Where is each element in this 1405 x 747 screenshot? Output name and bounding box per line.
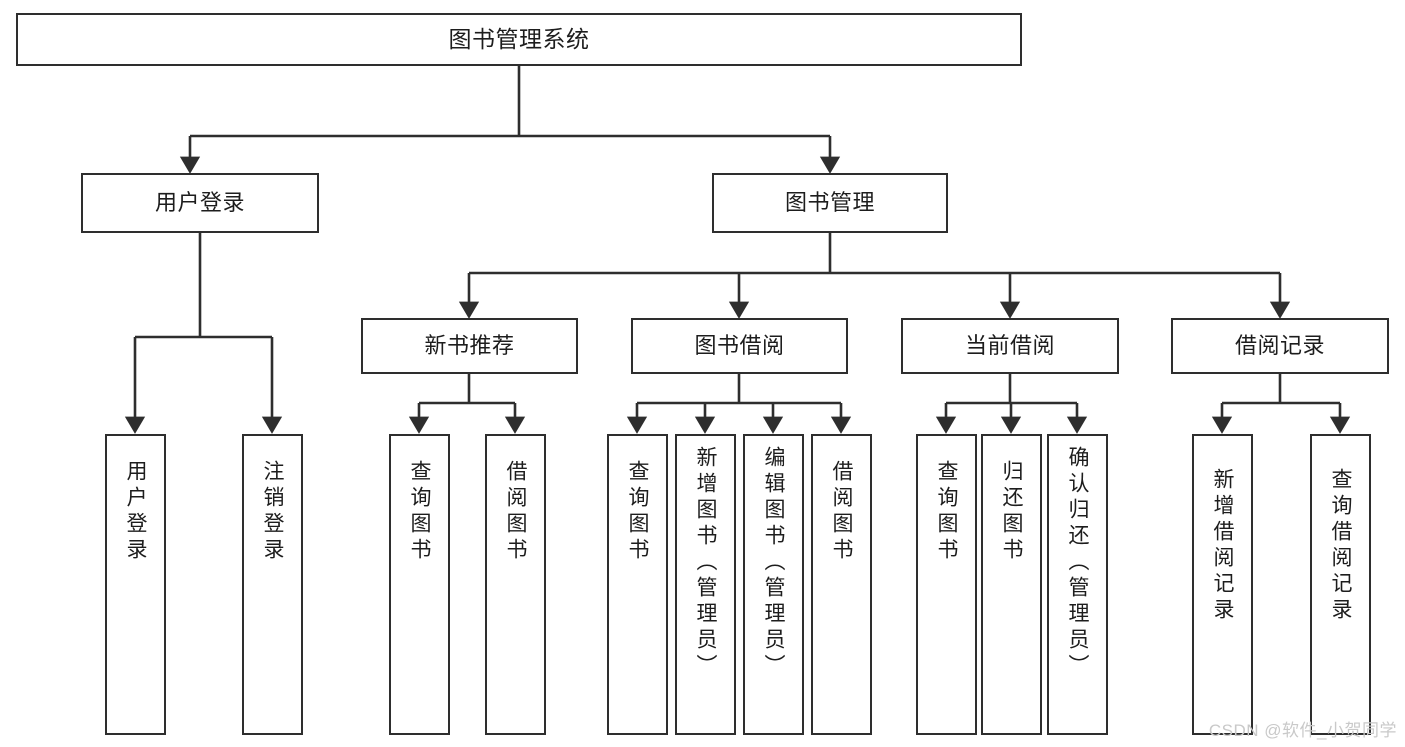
node-label: 图书管理系统 (448, 26, 590, 53)
node-label: 新书推荐 (424, 333, 515, 359)
node-label: 图书管理 (784, 190, 875, 216)
node-borrow-record[interactable]: 借阅记录 (1171, 318, 1389, 374)
node-current-borrow[interactable]: 当前借阅 (901, 318, 1119, 374)
connector-root-to-level2 (179, 66, 841, 174)
node-leaf-confirm-return[interactable]: 确认归还（管理员） (1047, 434, 1108, 735)
node-leaf-query-book-3[interactable]: 查询图书 (916, 434, 977, 735)
connector-bookborrow-to-leaves (626, 374, 852, 434)
node-label: 确认归还（管理员） (1066, 446, 1089, 680)
node-book-management[interactable]: 图书管理 (712, 173, 948, 233)
node-leaf-user-logout[interactable]: 注销登录 (242, 434, 303, 735)
connector-userlogin-to-leaves (124, 233, 283, 434)
node-label: 新增借阅记录 (1211, 468, 1234, 624)
node-label: 查询图书 (626, 460, 649, 564)
node-label: 借阅图书 (504, 460, 527, 564)
node-label: 注销登录 (261, 460, 284, 564)
node-label: 用户登录 (154, 190, 245, 216)
connector-newbook-to-leaves (408, 374, 526, 434)
node-user-login[interactable]: 用户登录 (81, 173, 319, 233)
node-label: 查询借阅记录 (1329, 468, 1352, 624)
node-root-book-management-system[interactable]: 图书管理系统 (16, 13, 1022, 66)
node-label: 编辑图书（管理员） (762, 446, 785, 680)
node-new-book-recommend[interactable]: 新书推荐 (361, 318, 578, 374)
node-label: 查询图书 (408, 460, 431, 564)
connector-currentborrow-to-leaves (935, 374, 1088, 434)
node-leaf-borrow-book-2[interactable]: 借阅图书 (811, 434, 872, 735)
connector-bookmgmt-to-level3 (458, 233, 1291, 319)
node-label: 借阅图书 (830, 460, 853, 564)
node-leaf-query-book-1[interactable]: 查询图书 (389, 434, 450, 735)
node-leaf-borrow-book-1[interactable]: 借阅图书 (485, 434, 546, 735)
node-label: 新增图书（管理员） (694, 446, 717, 680)
node-book-borrow[interactable]: 图书借阅 (631, 318, 848, 374)
node-label: 借阅记录 (1234, 333, 1325, 359)
watermark-label: CSDN @软件_小贺同学 (1208, 721, 1397, 740)
node-leaf-user-login[interactable]: 用户登录 (105, 434, 166, 735)
node-label: 当前借阅 (964, 333, 1055, 359)
node-label: 用户登录 (124, 460, 147, 564)
node-leaf-add-record[interactable]: 新增借阅记录 (1192, 434, 1253, 735)
node-leaf-query-record[interactable]: 查询借阅记录 (1310, 434, 1371, 735)
node-leaf-edit-book[interactable]: 编辑图书（管理员） (743, 434, 804, 735)
node-label: 归还图书 (1000, 460, 1023, 564)
node-leaf-query-book-2[interactable]: 查询图书 (607, 434, 668, 735)
node-leaf-add-book[interactable]: 新增图书（管理员） (675, 434, 736, 735)
connector-borrowrecord-to-leaves (1211, 374, 1351, 434)
node-leaf-return-book[interactable]: 归还图书 (981, 434, 1042, 735)
node-label: 图书借阅 (694, 333, 785, 359)
node-label: 查询图书 (935, 460, 958, 564)
